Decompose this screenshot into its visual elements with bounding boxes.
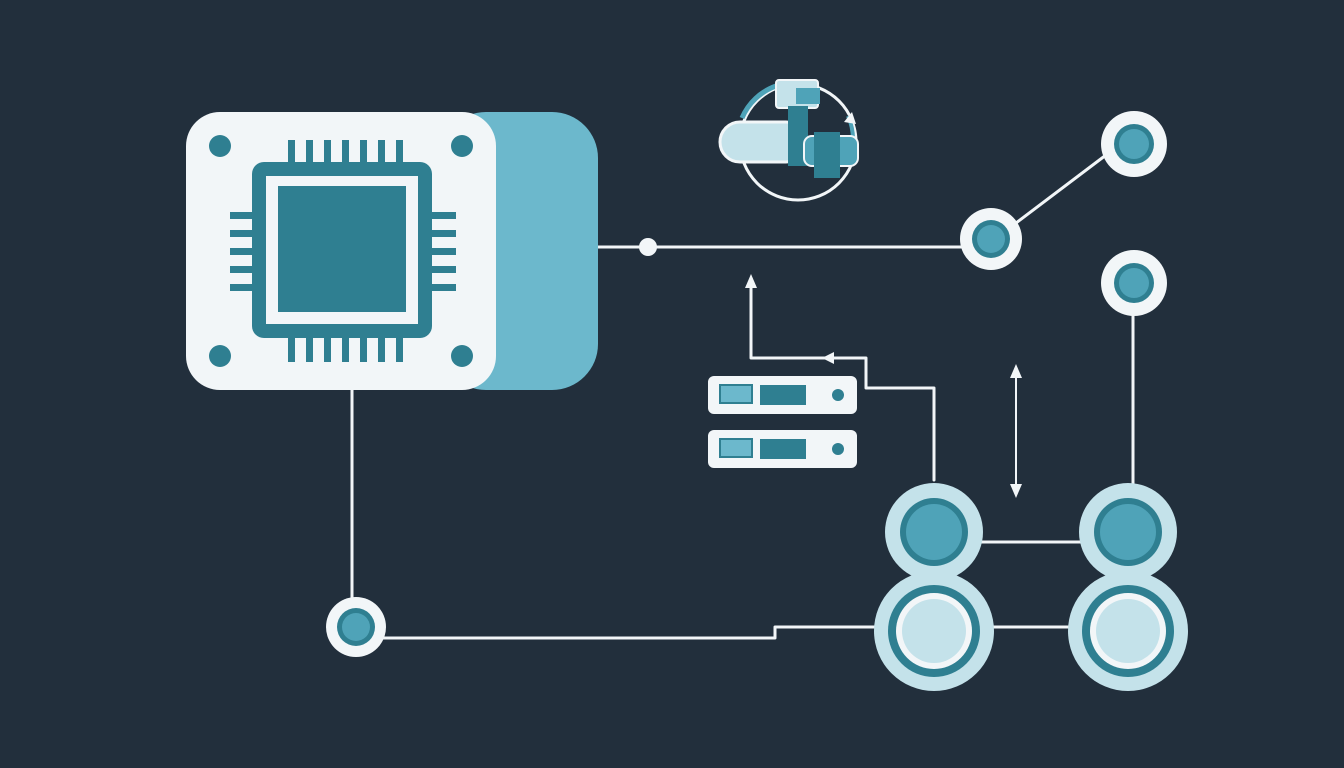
server-rack-icon (708, 376, 857, 468)
server-unit-bottom (708, 430, 857, 468)
up-arrow-icon (745, 274, 757, 288)
screw-top-left (209, 135, 231, 157)
large-nodes (874, 483, 1188, 691)
node-right-mid (1101, 250, 1167, 316)
arrow-heads (745, 274, 834, 364)
cluster-node-top-right (1079, 483, 1177, 581)
screw-bottom-left (209, 345, 231, 367)
screw-bottom-right (451, 345, 473, 367)
pipe-sync-icon (718, 79, 859, 202)
node-right-top (1101, 111, 1167, 177)
small-nodes (326, 111, 1167, 657)
cluster-node-top-left (885, 483, 983, 581)
node-diagonal-line (1010, 150, 1112, 228)
junction-dot (639, 238, 657, 256)
cpu-chip-icon (230, 140, 456, 362)
cluster-node-bottom-left (874, 571, 994, 691)
node-middle (960, 208, 1022, 270)
cpu-module (186, 112, 598, 390)
routing-line (749, 284, 936, 482)
node-bottom-left (326, 597, 386, 657)
screw-top-right (451, 135, 473, 157)
left-arrow-icon (822, 352, 834, 364)
cluster-node-bottom-right (1068, 571, 1188, 691)
bottom-bus-line (380, 625, 882, 640)
double-arrow-icon (1010, 364, 1022, 498)
connections (350, 150, 1135, 640)
server-unit-top (708, 376, 857, 414)
